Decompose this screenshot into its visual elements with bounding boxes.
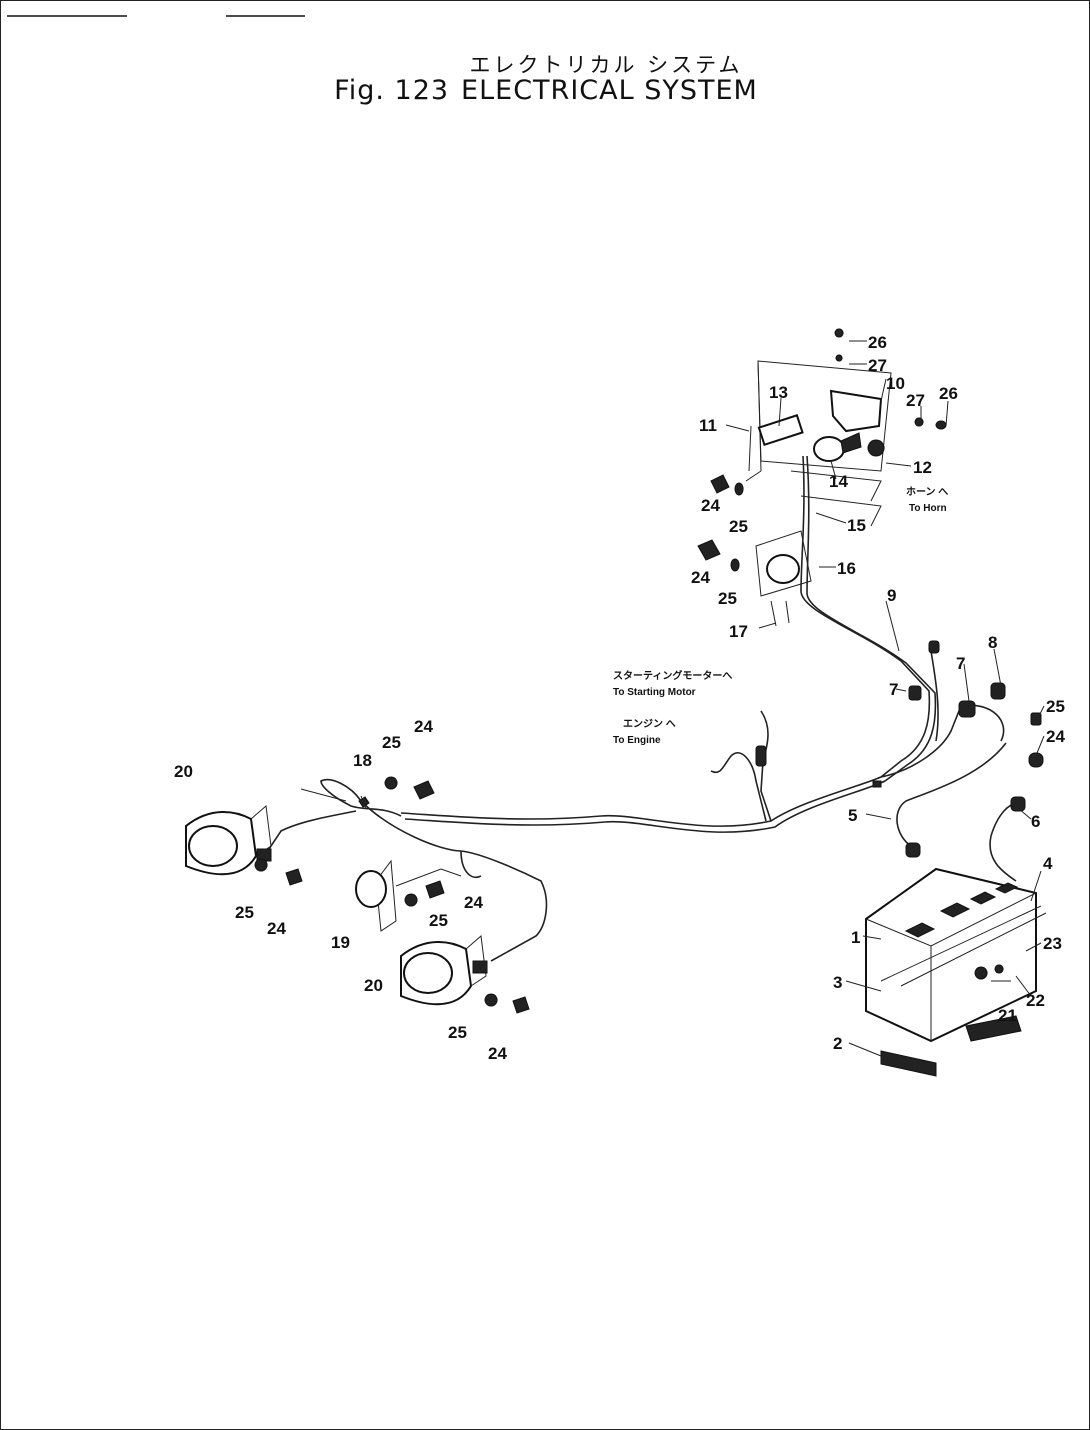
callout: 22 xyxy=(1026,991,1045,1010)
callout: 16 xyxy=(837,559,856,578)
callout: 7 xyxy=(889,680,898,699)
callout: 24 xyxy=(701,496,720,515)
callout: 17 xyxy=(729,622,748,641)
callout: 25 xyxy=(729,517,748,536)
work-lamp-left xyxy=(185,805,303,886)
horn xyxy=(355,859,462,932)
callout: 25 xyxy=(1046,697,1065,716)
callout: 20 xyxy=(174,762,193,781)
callout: 13 xyxy=(769,383,788,402)
callout: 10 xyxy=(886,374,905,393)
callout: 25 xyxy=(448,1023,467,1042)
callout: 18 xyxy=(353,751,372,770)
connectors xyxy=(755,640,1044,858)
callout: 25 xyxy=(235,903,254,922)
callout: 11 xyxy=(699,416,717,435)
clamp-fasteners-front xyxy=(358,776,435,808)
note-starting-motor-jp: スターティングモーターへ xyxy=(613,669,732,682)
callout: 25 xyxy=(382,733,401,752)
callout: 25 xyxy=(718,589,737,608)
note-engine-jp: エンジン へ xyxy=(623,718,676,730)
callout: 3 xyxy=(833,973,842,992)
callout: 24 xyxy=(691,568,710,587)
callout: 9 xyxy=(887,586,896,605)
callout: 25 xyxy=(429,911,448,930)
callout: 2 xyxy=(833,1034,842,1053)
callout: 24 xyxy=(414,717,433,736)
work-lamp-right xyxy=(400,935,530,1014)
note-starting-motor-en: To Starting Motor xyxy=(613,687,696,698)
callout: 26 xyxy=(939,384,958,403)
callout-numbers: 26 27 10 27 26 13 11 12 14 24 25 15 24 1… xyxy=(174,333,1065,1063)
note-horn-en: To Horn xyxy=(909,503,947,514)
callout: 24 xyxy=(1046,727,1065,746)
title-english: Fig. 123 ELECTRICAL SYSTEM xyxy=(1,75,1089,106)
callout: 24 xyxy=(464,893,483,912)
callout: 19 xyxy=(331,933,350,952)
figure-number: Fig. 123 xyxy=(334,75,450,106)
callout: 12 xyxy=(913,458,932,477)
title-japanese: エレクトリカル システム xyxy=(469,53,743,77)
callout: 4 xyxy=(1043,854,1053,873)
callout: 24 xyxy=(267,919,286,938)
callout: 7 xyxy=(956,654,965,673)
callout: 27 xyxy=(868,356,887,375)
callout: 24 xyxy=(488,1044,507,1063)
figure-title: ELECTRICAL SYSTEM xyxy=(461,75,758,106)
callout: 20 xyxy=(364,976,383,995)
callout: 21 xyxy=(998,1006,1017,1025)
callout: 23 xyxy=(1043,934,1062,953)
callout: 8 xyxy=(988,633,997,652)
callout: 15 xyxy=(847,516,866,535)
callout: 27 xyxy=(906,391,925,410)
callout: 1 xyxy=(851,928,860,947)
callout: 14 xyxy=(829,472,848,491)
battery xyxy=(865,867,1047,1077)
note-engine-en: To Engine xyxy=(613,735,661,746)
leader-lines xyxy=(300,340,1045,1057)
callout: 6 xyxy=(1031,812,1040,831)
switch-panel xyxy=(697,328,947,627)
callout: 5 xyxy=(848,806,857,825)
note-horn-jp: ホーン へ xyxy=(906,486,948,498)
callout: 26 xyxy=(868,333,887,352)
